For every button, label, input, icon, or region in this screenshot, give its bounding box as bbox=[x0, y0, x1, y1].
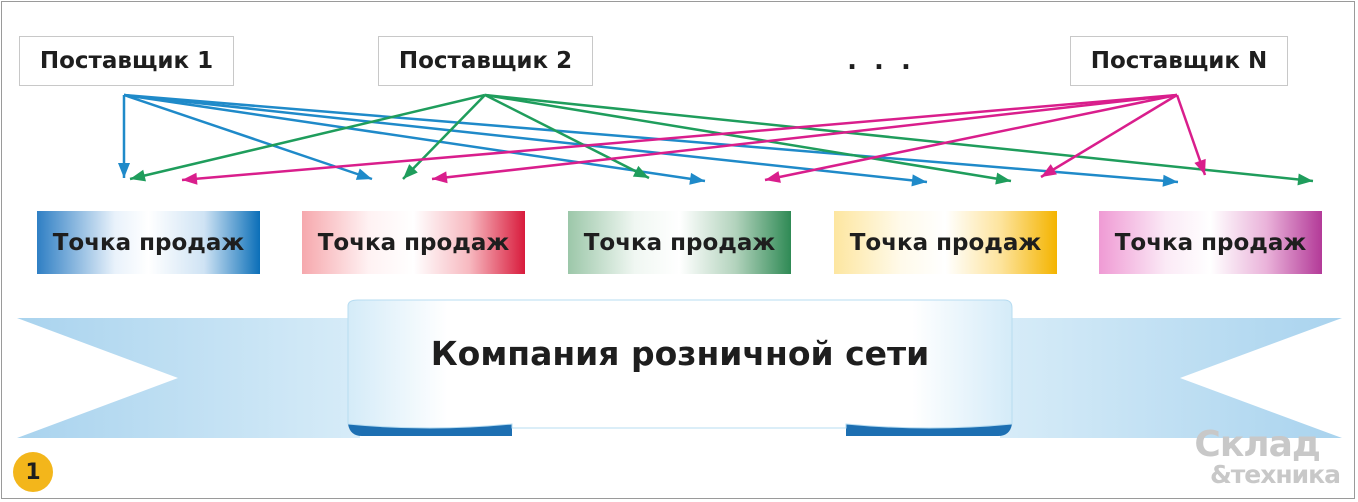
ellipsis: . . . bbox=[847, 46, 915, 76]
arrowhead-supplier-1-to-point-1 bbox=[118, 163, 130, 178]
supplier-1-label: Поставщик 1 bbox=[39, 48, 214, 74]
arrow-supplier-1-to-point-3 bbox=[123, 93, 706, 183]
supplier-n-label: Поставщик N bbox=[1090, 48, 1268, 74]
sales-point-1-label: Точка продаж bbox=[52, 229, 245, 256]
arrow-supplier-1-to-point-4 bbox=[123, 93, 928, 184]
arrowhead-supplier-3-to-point-4 bbox=[1041, 164, 1057, 177]
sales-point-1: Точка продаж bbox=[37, 211, 260, 274]
sales-point-5-label: Точка продаж bbox=[1114, 229, 1307, 256]
publisher-logo: Склад &техника bbox=[1132, 424, 1348, 494]
logo-line-1: Склад bbox=[1194, 424, 1321, 465]
logo-line-2: &техника bbox=[1209, 460, 1341, 489]
figure-number: 1 bbox=[25, 459, 41, 485]
arrowhead-supplier-1-to-point-5 bbox=[1162, 174, 1178, 187]
sales-point-3-label: Точка продаж bbox=[583, 229, 776, 256]
supplier-1-box: Поставщик 1 bbox=[19, 36, 234, 86]
arrow-supplier-2-to-point-2 bbox=[402, 94, 486, 180]
arrowhead-supplier-3-to-point-5 bbox=[1194, 158, 1206, 175]
ribbon-left-tail bbox=[17, 318, 360, 438]
sales-point-5: Точка продаж bbox=[1099, 211, 1322, 274]
arrowhead-supplier-1-to-point-4 bbox=[911, 174, 927, 187]
arrow-supplier-3-to-point-4 bbox=[1040, 93, 1178, 179]
ribbon-center bbox=[347, 299, 1013, 429]
supplier-2-box: Поставщик 2 bbox=[378, 36, 593, 86]
figure-number-badge: 1 bbox=[13, 452, 53, 492]
arrow-supplier-3-to-point-1 bbox=[181, 93, 1178, 182]
sales-point-4: Точка продаж bbox=[834, 211, 1057, 274]
sales-point-4-label: Точка продаж bbox=[849, 229, 1042, 256]
arrow-supplier-2-to-point-1 bbox=[129, 93, 486, 181]
arrow-supplier-3-to-point-2 bbox=[431, 93, 1178, 181]
sales-point-2-label: Точка продаж bbox=[317, 229, 510, 256]
arrow-supplier-2-to-point-5 bbox=[484, 93, 1314, 183]
sales-point-2: Точка продаж bbox=[302, 211, 525, 274]
arrowhead-supplier-2-to-point-2 bbox=[403, 164, 418, 179]
arrow-supplier-1-to-point-2 bbox=[123, 93, 373, 181]
arrowhead-supplier-1-to-point-2 bbox=[355, 168, 372, 180]
arrowhead-supplier-2-to-point-1 bbox=[130, 169, 146, 182]
arrowhead-supplier-3-to-point-1 bbox=[182, 172, 198, 185]
supplier-2-label: Поставщик 2 bbox=[398, 48, 573, 74]
arrowhead-supplier-2-to-point-4 bbox=[995, 172, 1011, 185]
supplier-n-box: Поставщик N bbox=[1070, 36, 1288, 86]
arrow-supplier-2-to-point-4 bbox=[484, 93, 1012, 183]
company-title: Компания розничной сети bbox=[430, 334, 930, 373]
ribbon-right-tail bbox=[1000, 318, 1342, 438]
sales-point-3: Точка продаж bbox=[568, 211, 791, 274]
arrow-supplier-2-to-point-3 bbox=[484, 93, 650, 180]
arrowhead-supplier-1-to-point-3 bbox=[689, 172, 705, 185]
arrow-supplier-1-to-point-5 bbox=[123, 93, 1179, 184]
arrow-supplier-3-to-point-3 bbox=[764, 93, 1178, 182]
arrowhead-supplier-2-to-point-5 bbox=[1297, 173, 1313, 186]
arrowhead-supplier-3-to-point-2 bbox=[432, 171, 448, 184]
arrowhead-supplier-2-to-point-3 bbox=[632, 165, 649, 178]
arrowhead-supplier-3-to-point-3 bbox=[765, 171, 781, 183]
